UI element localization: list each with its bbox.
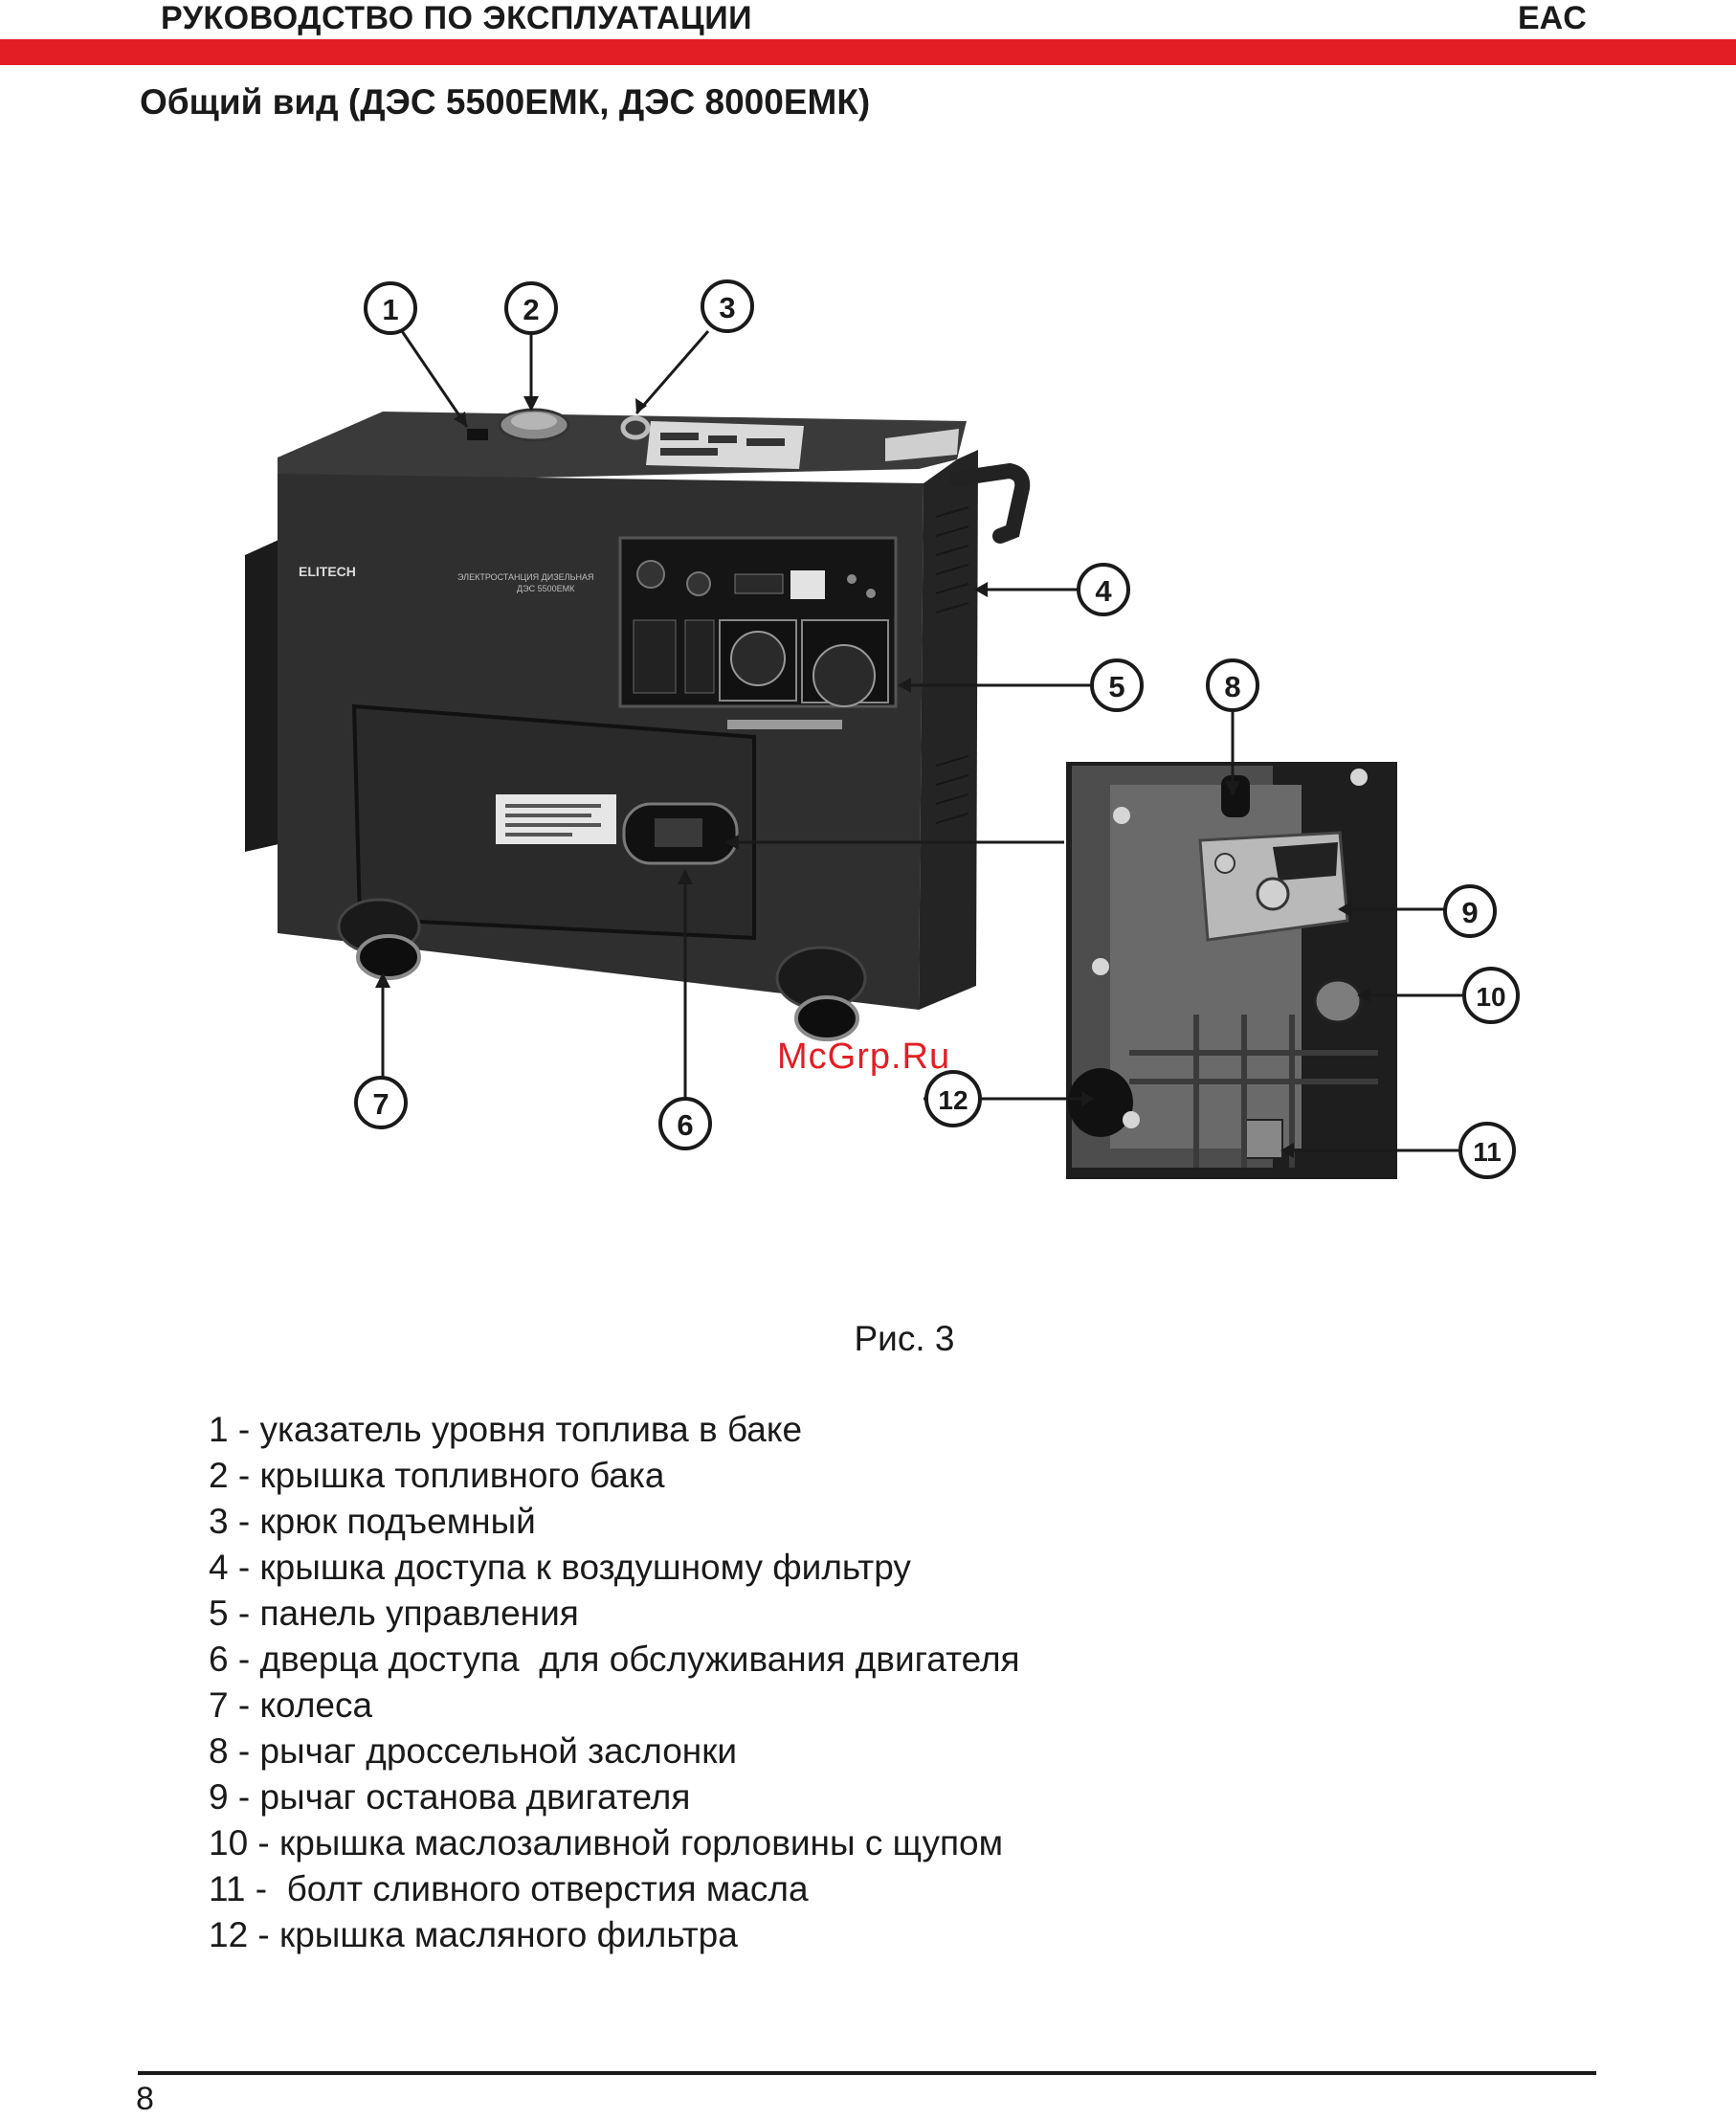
unit-label-line1: ЭЛЕКТРОСТАНЦИЯ ДИЗЕЛЬНАЯ (457, 572, 593, 582)
legend-item: 9 - рычаг останова двигателя (209, 1777, 691, 1817)
callout-10: 10 (1462, 967, 1520, 1024)
svg-text:4: 4 (1095, 574, 1112, 608)
header-red-bar (0, 39, 1736, 65)
legend-item: 5 - панель управления (209, 1594, 579, 1633)
callout-12: 12 (924, 1070, 982, 1127)
svg-text:5: 5 (1108, 670, 1124, 703)
callout-3: 3 (701, 279, 754, 333)
callout-4: 4 (1077, 563, 1130, 616)
generator-figure: ELITECH ЭЛЕКТРОСТАНЦИЯ ДИЗЕЛЬНАЯ ДЭС 550… (245, 279, 1520, 1179)
unit-label-line2: ДЭС 5500ЕМК (517, 584, 575, 593)
legend-item: 6 - дверца доступа для обслуживания двиг… (209, 1639, 1020, 1679)
callout-11: 11 (1458, 1122, 1516, 1179)
generator-photo: ELITECH ЭЛЕКТРОСТАНЦИЯ ДИЗЕЛЬНАЯ ДЭС 550… (245, 408, 1031, 1041)
svg-text:3: 3 (719, 291, 735, 324)
watermark: McGrp.Ru (777, 1037, 951, 1077)
svg-text:1: 1 (382, 293, 398, 326)
legend-item: 3 - крюк подъемный (209, 1502, 536, 1541)
legend-item: 4 - крышка доступа к воздушному фильтру (209, 1548, 911, 1587)
leader-arrowheads (375, 396, 1370, 1158)
svg-text:11: 11 (1473, 1137, 1502, 1167)
brand-logo: ELITECH (299, 564, 356, 579)
legend-item: 8 - рычаг дроссельной заслонки (209, 1731, 738, 1771)
legend-item: 1 - указатель уровня топлива в баке (209, 1410, 803, 1449)
legend-item: 2 - крышка топливного бака (209, 1456, 665, 1495)
callout-5: 5 (1090, 658, 1144, 712)
callout-2: 2 (504, 281, 558, 335)
callout-1: 1 (364, 281, 417, 335)
svg-text:6: 6 (677, 1108, 693, 1142)
service-door (351, 703, 756, 941)
callout-7: 7 (354, 1076, 408, 1129)
svg-text:10: 10 (1476, 982, 1505, 1012)
svg-text:8: 8 (1224, 670, 1240, 703)
wheels (337, 898, 867, 1041)
control-panel (618, 536, 898, 708)
svg-text:7: 7 (372, 1087, 389, 1121)
legend-item: 11 - болт сливного отверстия масла (209, 1869, 809, 1908)
svg-text:9: 9 (1461, 896, 1478, 929)
svg-text:2: 2 (523, 293, 539, 326)
manual-title: РУКОВОДСТВО ПО ЭКСПЛУАТАЦИИ (161, 0, 753, 36)
figure-caption: Рис. 3 (854, 1319, 955, 1358)
callout-8: 8 (1206, 658, 1259, 712)
legend-item: 12 - крышка масляного фильтра (209, 1915, 738, 1954)
section-title: Общий вид (ДЭС 5500ЕМК, ДЭС 8000ЕМК) (140, 82, 871, 122)
leader-lines (381, 330, 1462, 1152)
callout-6: 6 (658, 1097, 712, 1150)
svg-text:12: 12 (938, 1085, 968, 1115)
footer-rule (138, 2071, 1596, 2075)
callout-9: 9 (1443, 884, 1497, 938)
eac-badge: EAC (1518, 0, 1587, 36)
parts-legend: 1 - указатель уровня топлива в баке 2 - … (209, 1407, 1020, 1958)
legend-item: 10 - крышка маслозаливной горловины с щу… (209, 1823, 1004, 1862)
engine-closeup-photo (1066, 762, 1397, 1179)
page-number: 8 (136, 2081, 154, 2117)
legend-item: 7 - колеса (209, 1685, 373, 1725)
